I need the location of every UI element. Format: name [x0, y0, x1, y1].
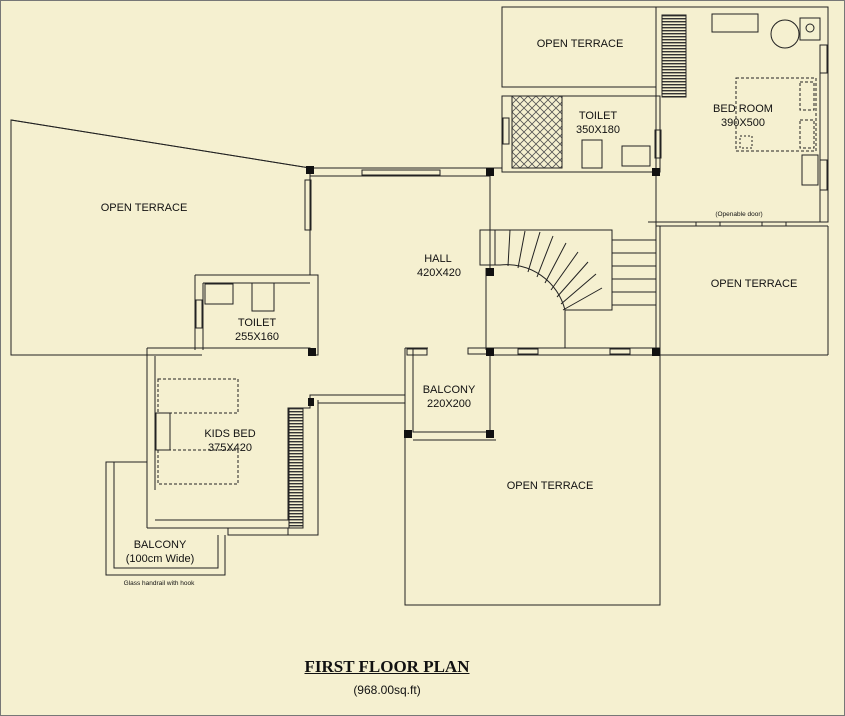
open-terrace-top-label: OPEN TERRACE	[536, 38, 624, 50]
toilet-top-size: 350X180	[575, 124, 621, 136]
hall-name: HALL	[424, 253, 452, 265]
balcony-left-size: (100cm Wide)	[125, 553, 195, 565]
kids-bed-name: KIDS BED	[204, 428, 256, 440]
open-terrace-bottom-label: OPEN TERRACE	[506, 480, 594, 492]
kids-bed-top	[157, 378, 239, 414]
balcony-left-name: BALCONY	[133, 539, 187, 551]
toilet-left-name: TOILET	[237, 317, 277, 329]
toilet-left-size: 255X160	[234, 331, 280, 343]
handrail-note: Glass handrail with hook	[123, 580, 195, 587]
open-terrace-left-label: OPEN TERRACE	[100, 202, 188, 214]
wardrobe-kids	[288, 407, 304, 529]
kids-bed-bottom	[157, 449, 239, 485]
wardrobe-bedroom	[661, 14, 687, 98]
bed-outline	[735, 77, 817, 152]
plan-title: FIRST FLOOR PLAN	[304, 657, 470, 676]
dresser	[711, 13, 759, 33]
toilet-top-outline	[501, 95, 661, 173]
balcony-mid-name: BALCONY	[422, 384, 476, 396]
toilet-top-name: TOILET	[578, 110, 618, 122]
open-terrace-right-label: OPEN TERRACE	[710, 278, 798, 290]
hall-size: 420X420	[416, 267, 462, 279]
curved-staircase	[479, 229, 613, 311]
toilet-left-wc	[251, 282, 275, 312]
openable-door-note: (Openable door)	[715, 211, 763, 218]
bedroom-size: 390X500	[720, 117, 766, 129]
toilet-top-wc	[581, 139, 603, 169]
chair-icon	[770, 19, 800, 49]
plan-area: (968.00sq.ft)	[353, 683, 421, 697]
bedroom-name: BED ROOM	[713, 103, 773, 115]
balcony-mid-size: 220X200	[426, 398, 472, 410]
kids-bed-size: 375X420	[207, 442, 253, 454]
shower-tile-area	[511, 95, 563, 169]
